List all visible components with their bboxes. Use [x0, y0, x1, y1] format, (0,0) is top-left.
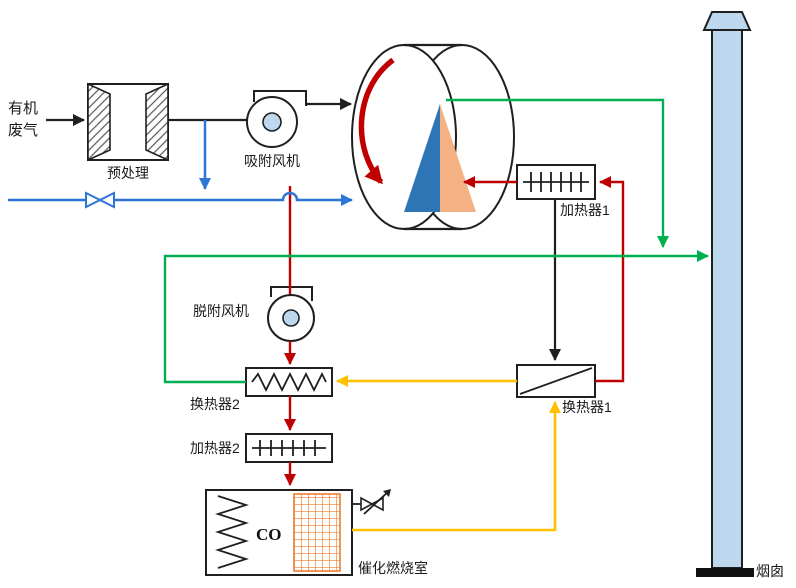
heat-exchanger1-diagonal	[519, 367, 593, 395]
valve-left-triangle	[85, 191, 103, 209]
co-label: CO	[256, 525, 282, 544]
valve-right-triangle	[97, 191, 115, 209]
heater2-unit: 加热器2	[190, 433, 333, 463]
waste-gas-label-line2: 废气	[8, 122, 38, 139]
adsorption-fan-hub	[262, 112, 282, 132]
relief-valve-arrowhead	[383, 489, 391, 497]
rotor-concentrator	[351, 43, 515, 231]
waste-gas-inlet: 有机 废气	[8, 100, 85, 139]
heater1-unit: 加热器1	[516, 164, 610, 218]
combustion-chamber-coil	[215, 495, 249, 569]
desorption-fan: 脱附风机	[193, 286, 315, 342]
catalyst-bed	[293, 493, 341, 572]
heat-exchanger2-box	[245, 367, 333, 397]
waste-gas-label-line1: 有机	[8, 100, 38, 117]
stack-label: 烟囱	[756, 563, 784, 579]
pretreatment-label: 预处理	[107, 165, 149, 181]
stack-base	[696, 568, 754, 577]
stack-body	[711, 29, 743, 569]
stack-chimney: 烟囱	[696, 11, 784, 579]
heat-exchanger2-label: 换热器2	[190, 396, 240, 412]
relief-valve-left	[360, 496, 374, 512]
combustion-chamber-unit: CO 催化燃烧室	[205, 489, 428, 576]
adsorption-fan-label: 吸附风机	[244, 153, 300, 169]
fresh-air-line	[8, 191, 353, 206]
heat-exchanger2-coil	[251, 371, 327, 393]
cooled-gas-to-stack-line	[163, 250, 709, 384]
relief-valve-stem	[363, 490, 390, 515]
heater1-element-bars	[530, 172, 582, 192]
heat-exchanger1-unit: 换热器1	[516, 364, 612, 415]
heat-exchanger1-label: 换热器1	[562, 399, 612, 415]
rotor-rotation-arrow	[358, 57, 395, 185]
hx1-to-heater1-line	[595, 176, 625, 383]
stack-cap	[702, 11, 752, 31]
desorption-fan-label: 脱附风机	[193, 303, 249, 319]
pretreatment-filter-left	[87, 82, 111, 162]
combustion-chamber-label: 催化燃烧室	[358, 560, 428, 576]
pretreatment-filter-right	[145, 82, 169, 162]
desorption-fan-hub	[282, 309, 300, 327]
heat-exchanger2-unit: 换热器2	[190, 367, 333, 412]
heater2-label: 加热器2	[190, 440, 240, 456]
chamber-to-hx1-line	[352, 401, 561, 532]
heater2-element-bars	[259, 440, 316, 456]
heater1-label: 加热器1	[560, 202, 610, 218]
fresh-air-valve	[85, 191, 115, 209]
rotor-clean-outlet-line	[446, 98, 669, 248]
pretreatment-unit: 预处理	[87, 82, 169, 181]
adsorption-fan: 吸附风机	[244, 90, 307, 169]
rotor-sector-blue	[404, 104, 440, 212]
